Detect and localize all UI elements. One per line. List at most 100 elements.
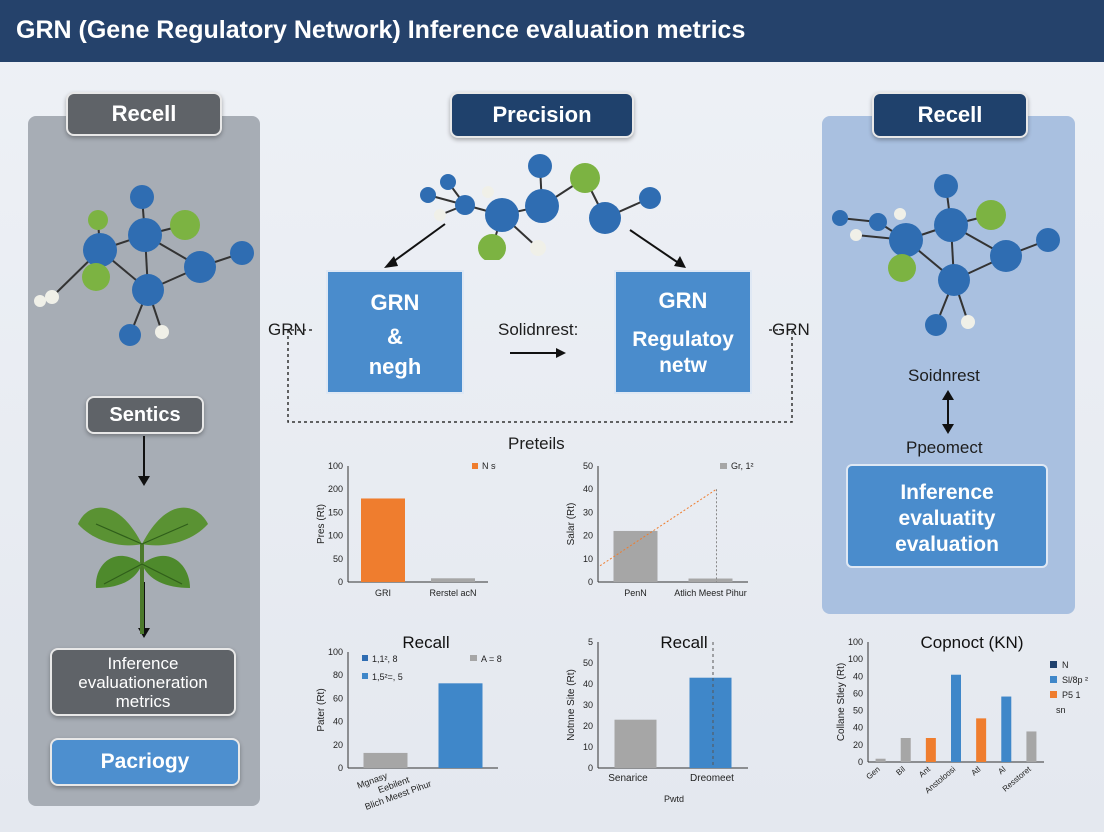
- y-tick-label: 20: [853, 740, 863, 750]
- category-label: Gen: [864, 765, 881, 782]
- y-tick-label: 100: [848, 654, 863, 664]
- bar: [613, 530, 658, 582]
- bar: [431, 578, 475, 582]
- title-bar: GRN (Gene Regulatory Network) Inference …: [0, 0, 1104, 62]
- category-label: Bil: [894, 764, 907, 777]
- pacriogy-button[interactable]: Pacriogy: [50, 738, 240, 786]
- y-tick-label: 40: [853, 723, 863, 733]
- right-grn-label: GRN: [772, 320, 810, 339]
- y-tick-label: 0: [338, 763, 343, 773]
- y-tick-label: 0: [338, 577, 343, 587]
- y-tick-label: 30: [583, 700, 593, 710]
- legend-label: A = 8: [481, 654, 502, 664]
- y-axis-label: Collane Stley (Rt): [836, 663, 847, 741]
- inference-metrics-box: Inference evaluationeration metrics: [50, 648, 236, 716]
- left-box-line2: &: [387, 324, 403, 349]
- left-heading: Recell: [66, 92, 222, 136]
- chart-title: Copnoct (KN): [921, 633, 1024, 652]
- center-molecule-illustration: [420, 154, 661, 260]
- y-tick-label: 50: [853, 706, 863, 716]
- left-grn-label: GRN: [268, 320, 306, 339]
- y-axis-label: Pres (Rt): [316, 504, 327, 544]
- legend-label: N s²: [482, 461, 496, 471]
- category-label: Atlich Meest Pihur: [674, 588, 747, 598]
- y-tick-label: 150: [328, 507, 343, 517]
- y-tick-label: 0: [588, 577, 593, 587]
- category-label: Atl: [969, 764, 982, 777]
- y-tick-label: 80: [333, 670, 343, 680]
- legend-label: 1,5²=, 5: [372, 672, 403, 682]
- legend-swatch: [470, 655, 477, 661]
- y-tick-label: 60: [853, 688, 863, 698]
- center-flow-diagram: [287, 223, 793, 423]
- y-tick-label: 20: [583, 531, 593, 541]
- legend-swatch: [720, 463, 727, 469]
- box-line-1: Inference: [900, 481, 994, 504]
- bar: [614, 719, 657, 768]
- bar: [363, 752, 408, 768]
- category-label: PenN: [624, 588, 647, 598]
- bidirectional-arrow: [942, 390, 954, 434]
- inference-metrics-label: Inference evaluationeration metrics: [78, 653, 208, 711]
- category-label: Resstoret: [1001, 764, 1034, 793]
- category-label: GRI: [375, 588, 391, 598]
- right-box-line2: Regulatoy: [632, 328, 734, 351]
- y-tick-label: 60: [333, 693, 343, 703]
- legend-swatch: [1050, 691, 1057, 698]
- plant-icon: [78, 507, 208, 634]
- right-box-line1: GRN: [658, 288, 708, 313]
- y-tick-label: 10: [583, 554, 593, 564]
- grn-regulatory-box[interactable]: GRN Regulatoy netw: [614, 270, 752, 394]
- y-tick-label: 100: [328, 461, 343, 471]
- soidnrest-label: Soidnrest: [908, 366, 980, 385]
- y-tick-label: 50: [583, 658, 593, 668]
- right-molecule-illustration: [832, 174, 1060, 336]
- legend-label: P5 1: [1062, 690, 1081, 700]
- solidnrest-label: Solidnrest:: [498, 320, 579, 339]
- legend-label: Sl/8p ²: [1062, 675, 1088, 685]
- y-tick-label: 20: [583, 721, 593, 731]
- preteils-label: Preteils: [508, 434, 565, 453]
- legend-swatch: [1050, 661, 1057, 668]
- legend-swatch: [1050, 676, 1057, 683]
- ppeomect-label: Ppeomect: [906, 438, 983, 457]
- bar: [875, 758, 886, 762]
- y-tick-label: 100: [328, 647, 343, 657]
- box-line-2: evaluatity: [898, 507, 996, 530]
- category-label: Rerstel acN: [429, 588, 476, 598]
- y-tick-label: 40: [853, 671, 863, 681]
- inference-evaluation-box[interactable]: Inference evaluatity evaluation: [846, 464, 1048, 568]
- category-label: Ant: [917, 764, 933, 779]
- y-tick-label: 50: [333, 554, 343, 564]
- category-label: Dreomeet: [690, 773, 734, 784]
- legend-label: Gr, 1²: [731, 461, 754, 471]
- bar: [976, 718, 987, 762]
- legend-label: sn: [1056, 705, 1066, 715]
- category-label: Senarice: [608, 773, 648, 784]
- category-label: Pwtd: [664, 794, 684, 804]
- sentics-node: Sentics: [86, 396, 204, 434]
- y-tick-label: 40: [333, 717, 343, 727]
- bar: [361, 498, 405, 582]
- y-axis-label: Salar (Rt): [566, 503, 577, 546]
- y-tick-label: 20: [333, 740, 343, 750]
- y-axis-label: Notnne Site (Rt): [566, 669, 577, 741]
- bar: [900, 738, 911, 762]
- left-box-line3: negh: [368, 354, 422, 379]
- grn-neighborhood-box[interactable]: GRN & negh: [326, 270, 464, 394]
- legend-swatch: [362, 673, 368, 679]
- y-tick-label: 100: [328, 531, 343, 541]
- chart-title: Recall: [402, 633, 449, 652]
- page-title: GRN (Gene Regulatory Network) Inference …: [16, 16, 746, 44]
- y-axis-label: Pater (Rt): [316, 688, 327, 731]
- right-heading: Recell: [872, 92, 1028, 138]
- y-tick-label: 40: [583, 679, 593, 689]
- left-molecule-illustration: [34, 185, 254, 346]
- legend-label: 1,1², 8: [372, 654, 398, 664]
- bar: [689, 677, 732, 768]
